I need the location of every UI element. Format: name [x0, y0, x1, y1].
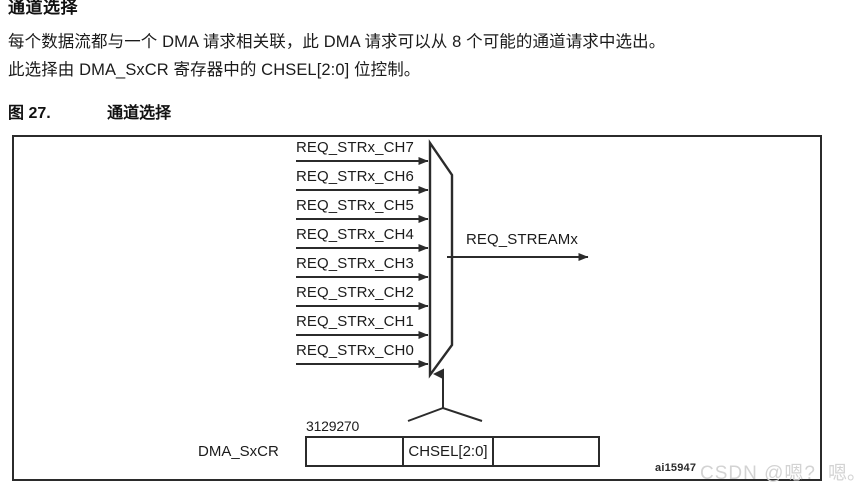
input-label-ch7: REQ_STRx_CH7 [296, 139, 414, 156]
figure-caption: 图 27. 通道选择 [8, 99, 171, 123]
body-paragraph: 每个数据流都与一个 DMA 请求相关联，此 DMA 请求可以从 8 个可能的通道… [8, 28, 854, 84]
register-bit-numbers: 3129270 [306, 418, 360, 434]
register-field-low [494, 438, 598, 465]
register-box: CHSEL[2:0] [305, 436, 600, 467]
input-label-ch3: REQ_STRx_CH3 [296, 255, 414, 272]
figure-id-watermark: ai15947 [655, 462, 697, 474]
input-label-ch6: REQ_STRx_CH6 [296, 168, 414, 185]
figure-title: 通道选择 [107, 105, 172, 122]
input-label-ch4: REQ_STRx_CH4 [296, 226, 414, 243]
paragraph-line-1: 每个数据流都与一个 DMA 请求相关联，此 DMA 请求可以从 8 个可能的通道… [8, 33, 666, 51]
register-name-label: DMA_SxCR [198, 443, 279, 460]
register-field-high [307, 438, 404, 465]
input-label-ch2: REQ_STRx_CH2 [296, 284, 414, 301]
input-label-ch1: REQ_STRx_CH1 [296, 313, 414, 330]
output-label-stream: REQ_STREAMx [466, 231, 578, 248]
section-heading: 通道选择 [8, 0, 78, 17]
input-label-ch5: REQ_STRx_CH5 [296, 197, 414, 214]
csdn-watermark-tail: 嗯。 [828, 463, 862, 484]
figure-frame [12, 135, 822, 481]
figure-number: 图 27. [8, 105, 51, 122]
paragraph-line-2: 此选择由 DMA_SxCR 寄存器中的 CHSEL[2:0] 位控制。 [8, 61, 421, 79]
csdn-watermark: CSDN @嗯? [700, 463, 816, 484]
register-field-chsel: CHSEL[2:0] [404, 438, 494, 465]
input-label-ch0: REQ_STRx_CH0 [296, 342, 414, 359]
